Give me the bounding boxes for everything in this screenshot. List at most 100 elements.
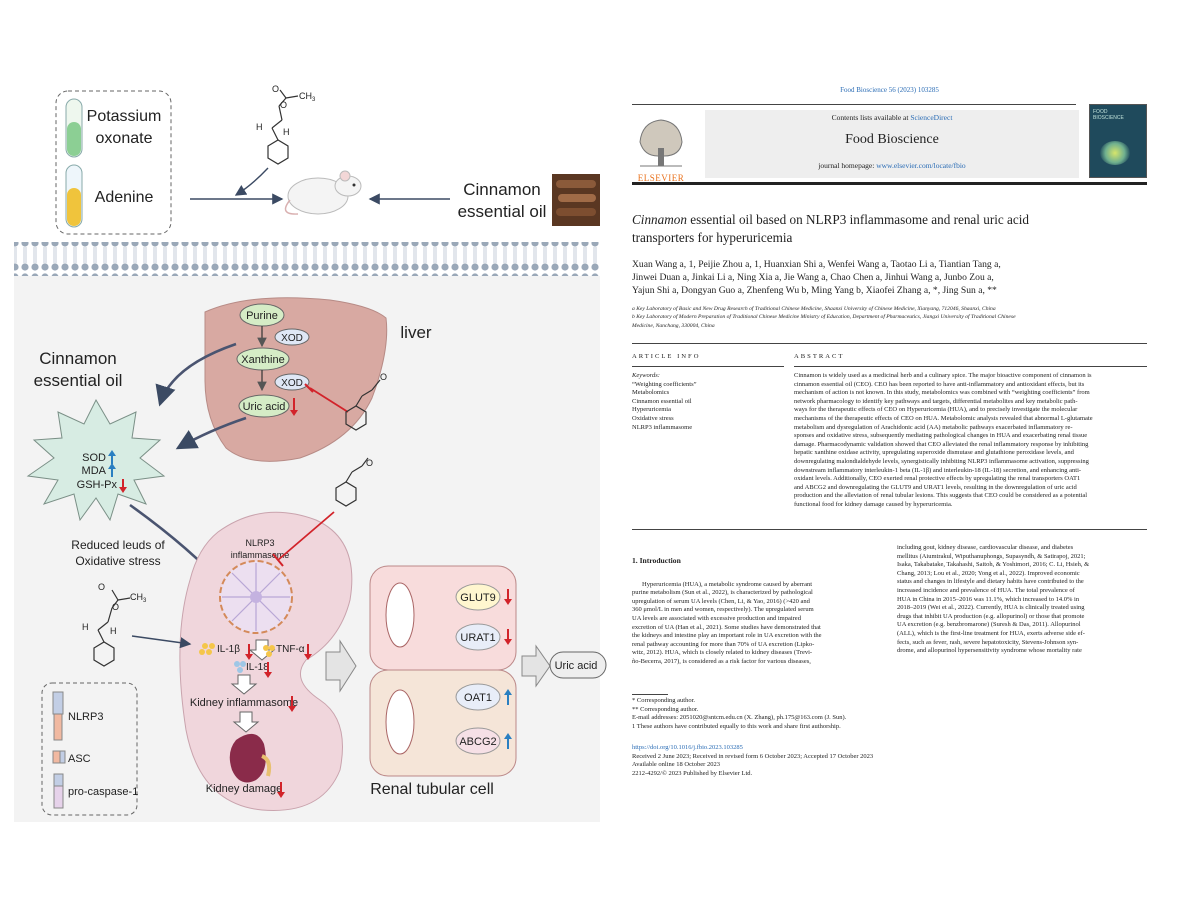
title-italic: Cinnamon <box>632 212 687 227</box>
keyword: “Weighting coefficients” <box>632 380 697 388</box>
molecule-ch3-label: CH3 <box>130 592 147 604</box>
abcg2-label: ABCG2 <box>459 736 496 748</box>
cover-graphic <box>1100 141 1130 165</box>
il18-label: IL-18 <box>246 662 269 673</box>
down-arrow-icon <box>290 398 298 416</box>
kidney-damage-label: Kidney damage <box>206 783 282 795</box>
abstract-rule <box>794 366 1147 367</box>
xod-label: XOD <box>281 333 303 344</box>
il1b-label: IL-1β <box>217 644 240 655</box>
test-tube-icon <box>65 98 83 158</box>
abstract-line: metabolism and dysregulation of Arachido… <box>794 423 1073 431</box>
abstract-line: production and the alleviation of renal … <box>794 492 1088 500</box>
nlrp3-legend-icon <box>52 691 64 741</box>
abstract-end-rule <box>632 529 1147 530</box>
intro-line: 2018–2019 (Wei et al., 2022). Currently,… <box>897 604 1085 612</box>
cinnamaldehyde-molecule <box>335 457 369 507</box>
intro-right-column: including gout, kidney disease, cardiova… <box>897 544 1147 656</box>
kidney-inflammasome-label: Kidney inflammasome <box>190 697 298 709</box>
intro-line: (ALL), which is the first-line treatment… <box>897 629 1085 637</box>
homepage-link[interactable]: www.elsevier.com/locate/fbio <box>876 161 966 170</box>
abcg2-transporter <box>455 727 501 755</box>
contents-prefix: Contents lists available at <box>831 113 911 122</box>
molecule-h-label: H <box>82 622 89 632</box>
intro-line: increased incidence and prevalence of HU… <box>897 586 1075 594</box>
up-arrow-icon <box>108 450 116 464</box>
author-line: Jinwei Duan a, Jinkai Li a, Ning Xia a, … <box>632 272 994 284</box>
copyright-line: 2212-4292/© 2023 Published by Elsevier L… <box>632 769 753 777</box>
sciencedirect-link[interactable]: ScienceDirect <box>910 113 953 122</box>
oat1-transporter <box>455 683 501 711</box>
contents-line: Contents lists available at ScienceDirec… <box>705 113 1079 122</box>
info-rule <box>632 343 1147 344</box>
intro-line: UA levels are associated with excessive … <box>632 614 801 622</box>
purine-label: Purine <box>246 310 278 322</box>
molecule-o-label: O <box>280 100 287 110</box>
author-list: Xuan Wang a, 1, Peijie Zhou a, 1, Huanxi… <box>632 258 1147 298</box>
nlrp3-inflammasome-label-2: inflammasome <box>231 550 290 560</box>
abstract-line: cinnamon essential oil (CEO). CEO has be… <box>794 380 1085 388</box>
sod-label: SOD <box>82 452 106 464</box>
header-rule-top <box>632 104 1076 105</box>
title-line1-rest: essential oil based on NLRP3 inflammasom… <box>686 212 1030 227</box>
title-line-2: transporters for hyperuricemia <box>632 230 793 245</box>
molecule-o-label: O <box>380 372 387 382</box>
abstract-line: ways for the therapeutic effects of CEO … <box>794 406 1078 414</box>
abstract-line: downregulating malondialdehyde levels, s… <box>794 457 1089 465</box>
cinnamon-oil-left-label-2: essential oil <box>34 371 123 390</box>
inflammasome-complex-icon <box>219 560 293 634</box>
publication-dates: Received 2 June 2023; Received in revise… <box>632 752 874 760</box>
damaged-kidney-icon <box>229 733 272 783</box>
down-arrow-icon <box>304 644 312 660</box>
reduced-label-2: Oxidative stress <box>75 554 160 568</box>
intro-left-column: Hyperuricemia (HUA), a metabolic syndrom… <box>632 572 882 667</box>
intro-line: status and changes in lifestyle and diet… <box>897 578 1084 586</box>
journal-reference[interactable]: Food Bioscience 56 (2023) 103285 <box>840 86 939 94</box>
journal-banner: Contents lists available at ScienceDirec… <box>705 110 1079 178</box>
footnotes: * Corresponding author. ** Corresponding… <box>632 697 1147 731</box>
intro-line: fects, such as fever, rash, severe hepat… <box>897 638 1079 646</box>
urat1-transporter <box>455 623 501 651</box>
abstract-line: network pharmacology to identify key pat… <box>794 397 1078 405</box>
oat1-label: OAT1 <box>464 692 492 704</box>
cinnamyl-acetate-molecule <box>93 589 131 667</box>
down-arrow-icon <box>504 589 512 605</box>
urat1-label: URAT1 <box>460 632 495 644</box>
intro-line: the kidneys and intestine play an import… <box>632 632 822 640</box>
intro-line: drugs that inhibit UA production (e.g. a… <box>897 612 1085 620</box>
xanthine-label: Xanthine <box>241 354 284 366</box>
test-tube-icon <box>65 164 83 228</box>
cinnamon-oil-top-label-1: Cinnamon <box>463 180 541 199</box>
xod-node <box>274 373 310 391</box>
intro-line: excretion of UA (Han et al., 2021). Some… <box>632 623 821 631</box>
down-arrow-icon <box>288 696 296 712</box>
doi-link[interactable]: https://doi.org/10.1016/j.fbio.2023.1032… <box>632 744 743 751</box>
intro-line: UA excretion (e.g. benzbromarone) (Sures… <box>897 621 1081 629</box>
cover-title-2: BIOSCIENCE <box>1093 115 1124 121</box>
uric-acid-liver-label: Uric acid <box>243 401 286 413</box>
abstract-line: and ABCG2 and downregulating the GLUT9 a… <box>794 483 1077 491</box>
molecule-o-label: O <box>112 602 119 612</box>
abstract-line: mechanism of action is not known. In thi… <box>794 389 1090 397</box>
down-arrow-icon <box>119 479 127 493</box>
keyword: Cinnamon essential oil <box>632 397 692 405</box>
down-arrow-icon <box>245 644 253 660</box>
cell-membrane <box>14 242 600 276</box>
journal-name: Food Bioscience <box>845 132 939 147</box>
affiliation-line: a Key Laboratory of Basic and New Drug R… <box>632 306 996 312</box>
graphical-abstract: Potassium oxonate Adenine O O CH3 H H Ci… <box>14 84 607 822</box>
cytokine-icon <box>263 645 275 657</box>
keyword: Metabolomics <box>632 389 670 397</box>
keyword: Oxidative stress <box>632 414 674 422</box>
up-arrow-icon <box>504 689 512 705</box>
procaspase-legend-icon <box>53 773 64 809</box>
article-info-rule <box>632 366 784 367</box>
cinnamyl-acetate-molecule <box>267 89 299 165</box>
keywords-block: Keywords: “Weighting coefficients” Metab… <box>632 372 784 432</box>
affiliation-line: b Key Laboratory of Modern Preparation o… <box>632 314 1016 321</box>
tnfa-label: TNF-α <box>276 644 305 655</box>
down-arrow-icon <box>504 629 512 645</box>
abstract-heading: ABSTRACT <box>794 353 845 360</box>
cytokine-icon <box>234 661 246 673</box>
molecule-h-label: H <box>256 122 263 132</box>
